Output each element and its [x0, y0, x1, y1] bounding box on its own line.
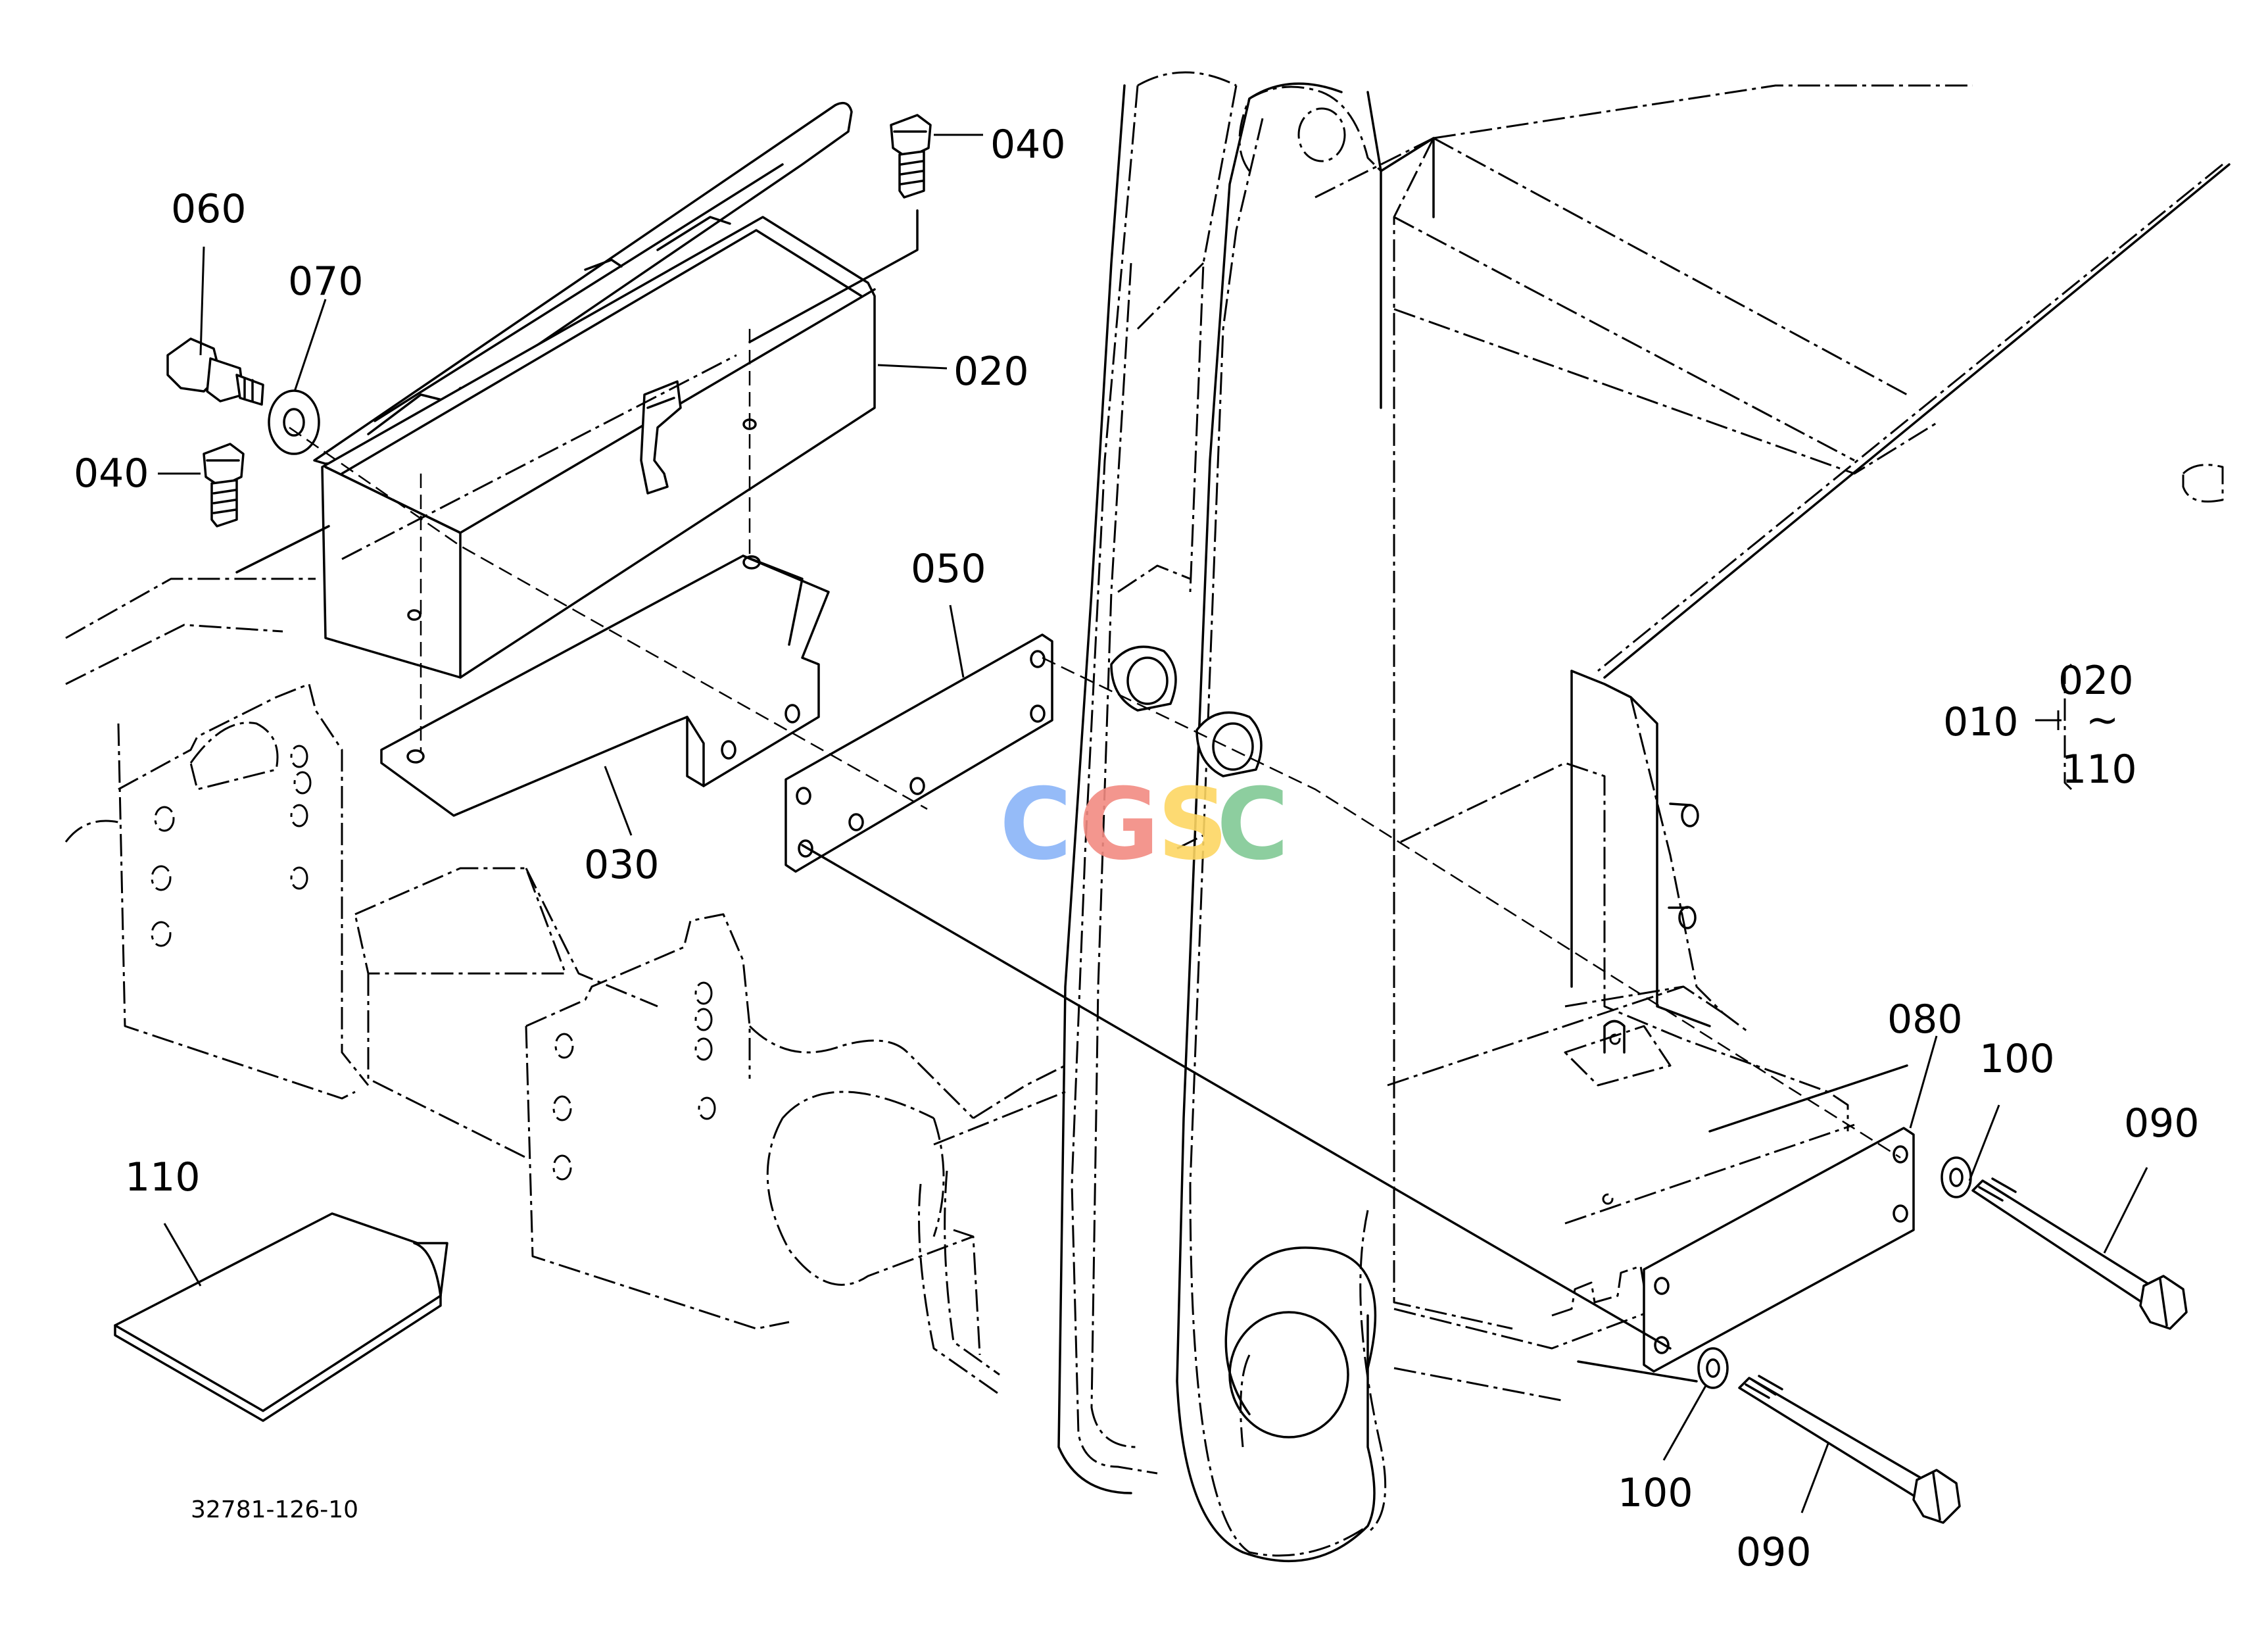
label-040-left: 040 — [74, 451, 149, 497]
label-060: 060 — [171, 186, 247, 232]
label-090-top: 090 — [2124, 1100, 2200, 1146]
machine-frame-phantom — [64, 71, 2231, 1557]
label-110: 110 — [125, 1154, 201, 1200]
washer-100-top — [1941, 1156, 1972, 1198]
label-070: 070 — [288, 258, 364, 305]
label-080: 080 — [1887, 996, 1963, 1043]
label-050: 050 — [911, 546, 986, 592]
bolt-040-left — [203, 443, 245, 528]
tool-box-020 — [313, 101, 876, 679]
label-020: 020 — [953, 349, 1029, 395]
watermark-letter: S — [1157, 768, 1228, 882]
label-030: 030 — [584, 842, 660, 888]
watermark-logo: C G S C — [1000, 768, 1289, 882]
plate-050 — [784, 633, 1053, 873]
watermark-letter: G — [1078, 768, 1159, 882]
drawing-number: 32781-126-10 — [191, 1496, 358, 1523]
part-labels: 040 060 070 020 040 050 030 010 020 ~ 11… — [74, 122, 2200, 1575]
washer-100-bottom — [1697, 1347, 1729, 1389]
watermark-letter: C — [1217, 768, 1289, 882]
label-010: 010 — [1943, 699, 2019, 745]
bracket-030 — [380, 554, 830, 817]
label-100-top: 100 — [1979, 1036, 2055, 1082]
boom-arm — [1057, 82, 1435, 1563]
manual-110 — [114, 1212, 448, 1422]
washer-070 — [268, 389, 320, 455]
plate-080 — [1643, 1127, 1915, 1373]
bolt-090-top — [1971, 1177, 2188, 1330]
label-090-bottom: 090 — [1736, 1529, 1812, 1575]
label-range-start-020: 020 — [2058, 658, 2134, 704]
plug-060 — [166, 337, 264, 406]
label-100-bottom: 100 — [1618, 1470, 1693, 1516]
label-range-tilde: ~ — [2086, 697, 2119, 743]
bolt-040-top — [890, 114, 932, 199]
bushings — [1110, 645, 1263, 777]
leader-lines — [158, 134, 2148, 1513]
watermark-letter: C — [1000, 768, 1072, 882]
bolt-090-bottom — [1738, 1375, 1961, 1524]
label-range-end-110: 110 — [2062, 747, 2137, 793]
label-040-top: 040 — [990, 122, 1066, 168]
assembly-lines — [235, 209, 1901, 1383]
